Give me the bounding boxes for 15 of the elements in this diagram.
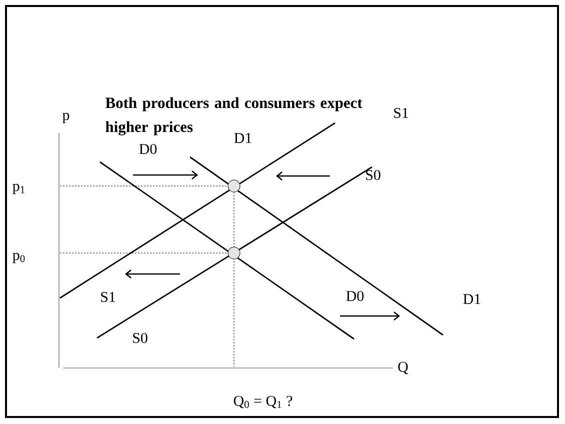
curve-label: S0 (133, 332, 148, 344)
axis-label: p (62, 112, 70, 124)
axis-label: p$_{1}$ (12, 184, 24, 194)
axis-label: Q (398, 362, 408, 374)
curve-label: S1 (101, 292, 116, 302)
axis-label: Q$_{0}$ = Q$_{1}$ ? (234, 396, 292, 408)
curve-label: S1 (394, 108, 408, 118)
curve-label: D0 (346, 290, 364, 302)
curve-label: D1 (463, 294, 480, 304)
axis-label: p$_{0}$ (12, 252, 25, 264)
equilibrium-point (228, 246, 240, 260)
curve-label: D0 (139, 144, 157, 154)
curve-label: D1 (234, 133, 252, 143)
curve-label: S0 (366, 170, 380, 180)
equilibrium-point (228, 180, 240, 192)
